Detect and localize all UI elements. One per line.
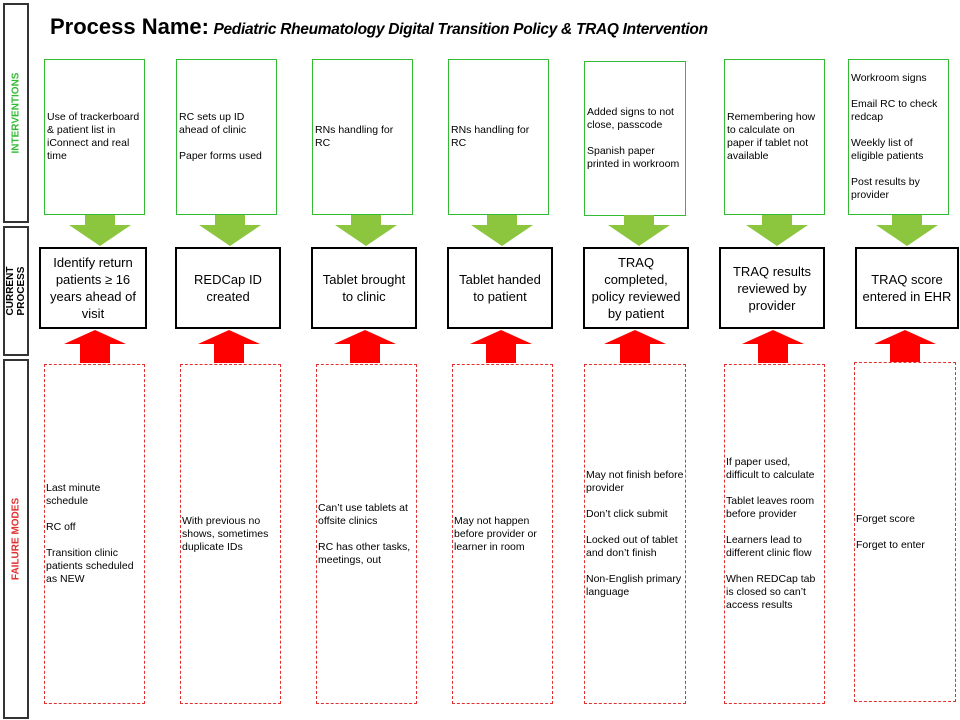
green-arrow-down-6 [746, 215, 808, 246]
process-title: Process Name: Pediatric Rheumatology Dig… [50, 14, 708, 40]
failure-text-3: Can’t use tablets at offsite clinics RC … [318, 501, 411, 566]
intervention-box-6: Remembering how to calculate on paper if… [724, 59, 825, 215]
intervention-text-4: RNs handling for RC [451, 124, 530, 149]
process-step-text-6: TRAQ results reviewed by provider [732, 263, 811, 313]
failure-box-5: May not finish before provider Don’t cli… [584, 364, 686, 704]
intervention-box-4: RNs handling for RC [448, 59, 549, 215]
process-step-6: TRAQ results reviewed by provider [719, 247, 825, 329]
failure-text-4: May not happen before provider or learne… [454, 514, 537, 553]
green-arrow-down-2 [199, 215, 261, 246]
failure-box-1: Last minute schedule RC off Transition c… [44, 364, 145, 704]
process-step-text-3: Tablet brought to clinic [322, 272, 406, 304]
process-step-5: TRAQ completed, policy reviewed by patie… [583, 247, 689, 329]
process-step-1: Identify return patients ≥ 16 years ahea… [39, 247, 147, 329]
process-step-7: TRAQ score entered in EHR [855, 247, 959, 329]
failure-text-5: May not finish before provider Don’t cli… [586, 469, 684, 598]
intervention-text-1: Use of trackerboard & patient list in iC… [47, 111, 140, 162]
green-arrow-down-5 [608, 215, 670, 246]
side-label-current-process: CURRENT PROCESS [5, 266, 27, 316]
intervention-text-6: Remembering how to calculate on paper if… [727, 111, 816, 162]
process-step-text-2: REDCap ID created [194, 272, 262, 304]
process-title-name: Pediatric Rheumatology Digital Transitio… [213, 21, 708, 38]
red-arrow-up-7 [874, 330, 936, 363]
intervention-text-5: Added signs to not close, passcode Spani… [587, 106, 680, 170]
intervention-box-7: Workroom signs Email RC to check redcap … [848, 59, 949, 215]
green-arrow-down-7 [876, 215, 938, 246]
intervention-box-2: RC sets up ID ahead of clinic Paper form… [176, 59, 277, 215]
intervention-box-1: Use of trackerboard & patient list in iC… [44, 59, 145, 215]
failure-box-7: Forget score Forget to enter [854, 362, 956, 702]
red-arrow-up-1 [64, 330, 126, 363]
red-arrow-up-6 [742, 330, 804, 363]
process-title-label: Process Name: [50, 14, 209, 39]
failure-box-6: If paper used, difficult to calculate Ta… [724, 364, 825, 704]
green-arrow-down-3 [335, 215, 397, 246]
failure-text-7: Forget score Forget to enter [856, 512, 925, 551]
red-arrow-up-2 [198, 330, 260, 363]
failure-text-2: With previous no shows, sometimes duplic… [182, 514, 269, 553]
intervention-text-3: RNs handling for RC [315, 124, 394, 149]
intervention-text-2: RC sets up ID ahead of clinic Paper form… [179, 111, 262, 162]
intervention-box-3: RNs handling for RC [312, 59, 413, 215]
side-label-failure-modes-box: FAILURE MODES [3, 359, 29, 719]
process-step-2: REDCap ID created [175, 247, 281, 329]
failure-box-4: May not happen before provider or learne… [452, 364, 553, 704]
failure-box-3: Can’t use tablets at offsite clinics RC … [316, 364, 417, 704]
process-step-text-1: Identify return patients ≥ 16 years ahea… [49, 255, 136, 321]
process-step-text-5: TRAQ completed, policy reviewed by patie… [591, 255, 681, 321]
failure-text-1: Last minute schedule RC off Transition c… [46, 482, 134, 585]
process-step-4: Tablet handed to patient [447, 247, 553, 329]
side-label-interventions: INTERVENTIONS [10, 72, 22, 154]
process-step-3: Tablet brought to clinic [311, 247, 417, 329]
red-arrow-up-3 [334, 330, 396, 363]
intervention-text-7: Workroom signs Email RC to check redcap … [851, 72, 938, 201]
intervention-box-5: Added signs to not close, passcode Spani… [584, 61, 686, 216]
red-arrow-up-4 [470, 330, 532, 363]
side-label-interventions-box: INTERVENTIONS [3, 3, 29, 223]
green-arrow-down-1 [69, 215, 131, 246]
side-label-current-process-box: CURRENT PROCESS [3, 226, 29, 356]
failure-box-2: With previous no shows, sometimes duplic… [180, 364, 281, 704]
process-step-text-7: TRAQ score entered in EHR [862, 272, 952, 304]
red-arrow-up-5 [604, 330, 666, 363]
failure-text-6: If paper used, difficult to calculate Ta… [726, 456, 816, 611]
side-label-failure-modes: FAILURE MODES [10, 497, 22, 581]
green-arrow-down-4 [471, 215, 533, 246]
process-step-text-4: Tablet handed to patient [459, 272, 541, 304]
